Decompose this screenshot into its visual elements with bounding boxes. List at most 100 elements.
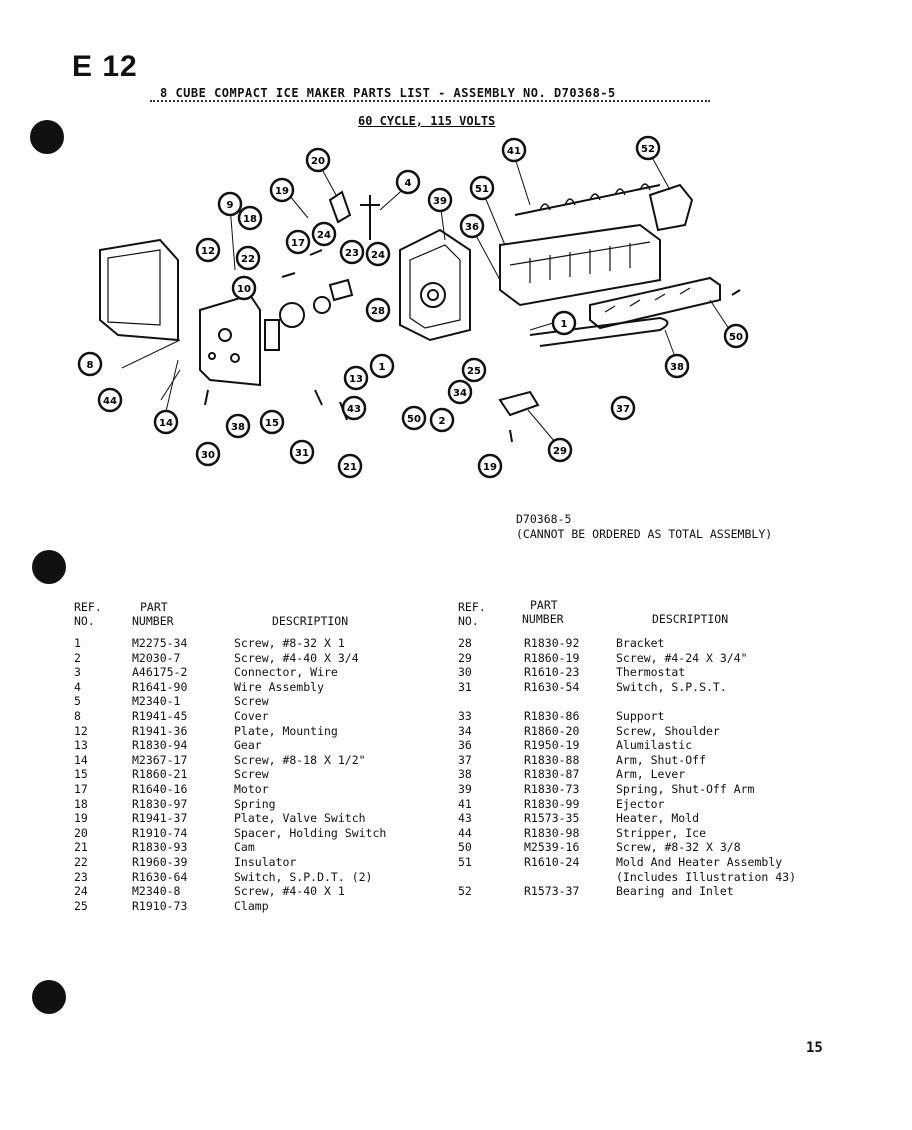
ejector-drawing — [514, 183, 661, 216]
callout-label: 50 — [407, 414, 421, 425]
callout-circle — [289, 439, 315, 465]
bearing-inlet-drawing — [648, 183, 694, 232]
ref-cell: 8 — [74, 708, 81, 723]
mold-assembly-drawing — [499, 223, 661, 307]
part-number-cell: R1830-86 — [524, 708, 580, 723]
description-cell: Switch, S.P.D.T. (2) — [234, 869, 373, 884]
callout-label: 24 — [317, 230, 331, 241]
ref-cell: 13 — [74, 738, 88, 753]
callout-circle — [459, 213, 485, 239]
description-cell: Motor — [234, 781, 269, 796]
assembly-number: D70368-5 — [516, 512, 572, 526]
part-number-cell: R1830-87 — [524, 767, 580, 782]
part-number-cell: R1830-94 — [132, 738, 188, 753]
callout-circle — [635, 135, 661, 161]
callout-label: 10 — [237, 284, 251, 295]
ref-cell: 12 — [74, 723, 88, 738]
document-title: 8 CUBE COMPACT ICE MAKER PARTS LIST - AS… — [160, 86, 616, 100]
description-cell: Gear — [234, 738, 262, 753]
callout-label: 17 — [291, 238, 305, 249]
spacer-drawing — [328, 190, 352, 224]
callout-label: 15 — [265, 418, 279, 429]
ref-cell: 41 — [458, 796, 472, 811]
callout-label: 19 — [483, 462, 497, 473]
description-cell: Ejector — [616, 796, 665, 811]
callout-circle — [401, 405, 427, 431]
callout-circle — [427, 187, 453, 213]
ref-cell: 20 — [74, 825, 88, 840]
callout-circle — [664, 353, 690, 379]
callout-circle — [337, 453, 363, 479]
stripper-drawing — [589, 276, 721, 330]
ref-cell: 24 — [74, 884, 88, 899]
description-cell: Screw, #4-40 X 3/4 — [234, 650, 359, 665]
part-number-cell: R1941-37 — [132, 811, 188, 826]
title-rule — [150, 100, 710, 102]
ref-cell: 31 — [458, 679, 472, 694]
callout-circle — [365, 241, 391, 267]
ref-cell: 33 — [458, 708, 472, 723]
callout-label: 37 — [616, 404, 630, 415]
part-number-cell: R1941-45 — [132, 708, 188, 723]
callout-circle — [339, 239, 365, 265]
part-number-cell: M2340-8 — [132, 884, 181, 899]
description-cell: Cover — [234, 708, 269, 723]
description-cell: Screw — [234, 767, 269, 782]
part-number-cell: R1860-19 — [524, 650, 580, 665]
ref-header-line1: REF. — [74, 600, 102, 614]
punch-hole-bottom — [32, 980, 66, 1014]
callout-circle — [551, 310, 577, 336]
part-number-cell: R1641-90 — [132, 679, 188, 694]
callout-label: 29 — [553, 446, 567, 457]
motor-drawing — [279, 302, 305, 328]
part-number-cell: R1910-74 — [132, 825, 188, 840]
callout-label: 1 — [561, 319, 568, 330]
callout-circle — [235, 245, 261, 271]
callout-circle — [343, 365, 369, 391]
callout-label: 38 — [670, 362, 684, 373]
description-cell: Stripper, Ice — [616, 825, 707, 840]
callout-label: 28 — [371, 306, 385, 317]
punch-hole-middle — [32, 550, 66, 584]
callout-circle — [610, 395, 636, 421]
description-cell: Bearing and Inlet — [616, 884, 734, 899]
description-cell: Bracket — [616, 636, 665, 650]
callout-label: 31 — [295, 448, 309, 459]
callout-label: 8 — [87, 360, 94, 371]
ref-cell: 15 — [74, 767, 88, 782]
callout-circle — [369, 353, 395, 379]
ref-cell: 30 — [458, 665, 472, 680]
ref-cell: 37 — [458, 752, 472, 767]
part-number-cell: R1830-97 — [132, 796, 188, 811]
ref-cell: 50 — [458, 840, 472, 855]
callout-label: 51 — [475, 184, 489, 195]
part-number-cell: R1830-93 — [132, 840, 188, 855]
callout-circle — [461, 357, 487, 383]
callout-label: 38 — [231, 422, 245, 433]
callout-circle — [77, 351, 103, 377]
description-cell: Arm, Shut-Off — [616, 752, 707, 767]
ref-cell: 19 — [74, 811, 88, 826]
callout-label: 36 — [465, 222, 479, 233]
description-cell: Screw, #8-32 X 3/8 — [616, 840, 741, 855]
callout-circle — [259, 409, 285, 435]
callout-label: 44 — [103, 396, 117, 407]
part-number-cell: R1950-19 — [524, 738, 580, 753]
description-cell: Screw, #4-24 X 3/4" — [616, 650, 748, 665]
part-number-cell: M2275-34 — [132, 636, 188, 650]
part-number-cell: R1860-20 — [524, 723, 580, 738]
ref-cell: 21 — [74, 840, 88, 855]
part-number-cell: R1573-37 — [524, 884, 580, 899]
callout-label: 14 — [159, 418, 173, 429]
description-cell: Spring, Shut-Off Arm — [616, 781, 755, 796]
ref-cell: 3 — [74, 665, 81, 680]
part-number-cell: M2340-1 — [132, 694, 181, 709]
part-number-cell: R1860-21 — [132, 767, 188, 782]
callout-circle — [501, 137, 527, 163]
leader-lines — [121, 149, 736, 449]
description-header: DESCRIPTION — [272, 614, 349, 628]
part-number-cell: R1941-36 — [132, 723, 188, 738]
part-number-cell: R1610-24 — [524, 854, 580, 869]
callout-circle — [97, 387, 123, 413]
